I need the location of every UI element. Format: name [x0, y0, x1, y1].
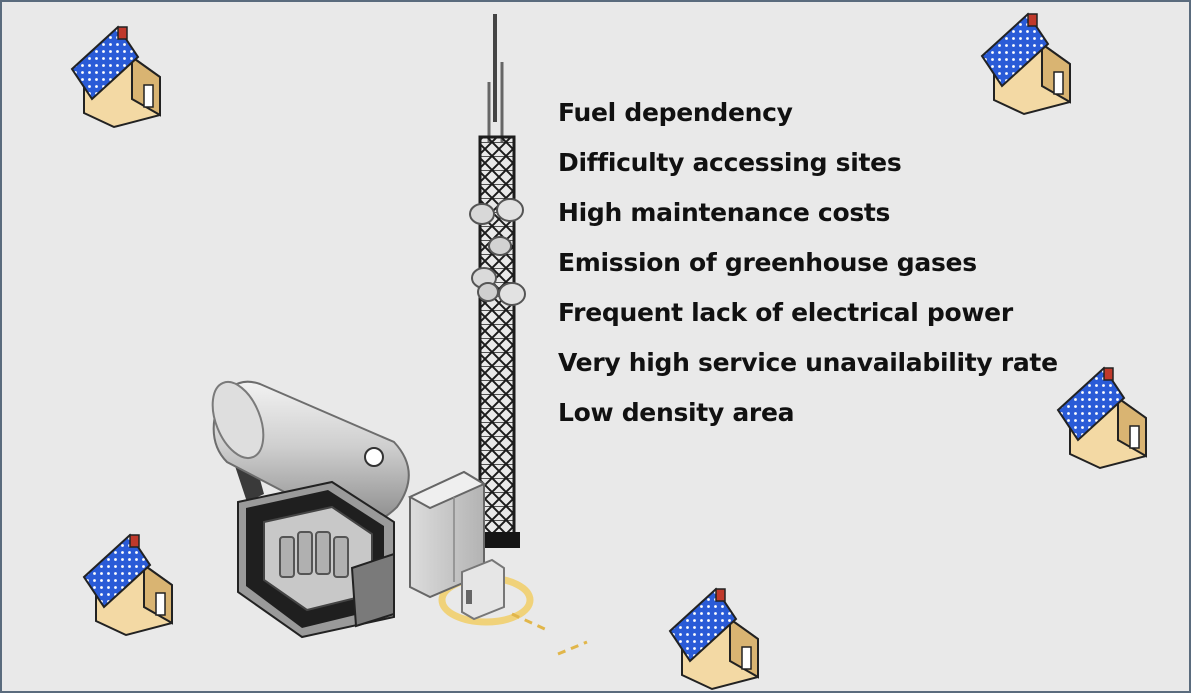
antenna-dish — [498, 282, 526, 306]
issue-item: Frequent lack of electrical power — [558, 298, 1013, 327]
house-icon — [668, 587, 759, 691]
house-icon — [82, 533, 173, 637]
issue-item: Fuel dependency — [558, 98, 793, 127]
battery-cabinet — [461, 558, 505, 621]
issue-item: High maintenance costs — [558, 198, 891, 227]
issue-item: Emission of greenhouse gases — [558, 248, 977, 277]
house-icon — [980, 12, 1071, 116]
diesel-generator — [237, 480, 395, 639]
house-icon — [70, 25, 161, 129]
telecom-tower — [469, 14, 526, 548]
house-icon — [1056, 366, 1147, 470]
equipment-cabinet — [407, 470, 487, 599]
cable-dashed-line — [511, 612, 588, 656]
antenna-dish — [469, 203, 495, 225]
issue-item: Low density area — [558, 398, 795, 427]
antenna-dish — [496, 198, 524, 222]
issue-item: Difficulty accessing sites — [558, 148, 902, 177]
issues-list: Fuel dependency Difficulty accessing sit… — [558, 92, 1058, 442]
issue-item: Very high service unavailability rate — [558, 348, 1058, 377]
antenna-dish — [488, 236, 512, 256]
antenna-dish — [477, 282, 499, 302]
